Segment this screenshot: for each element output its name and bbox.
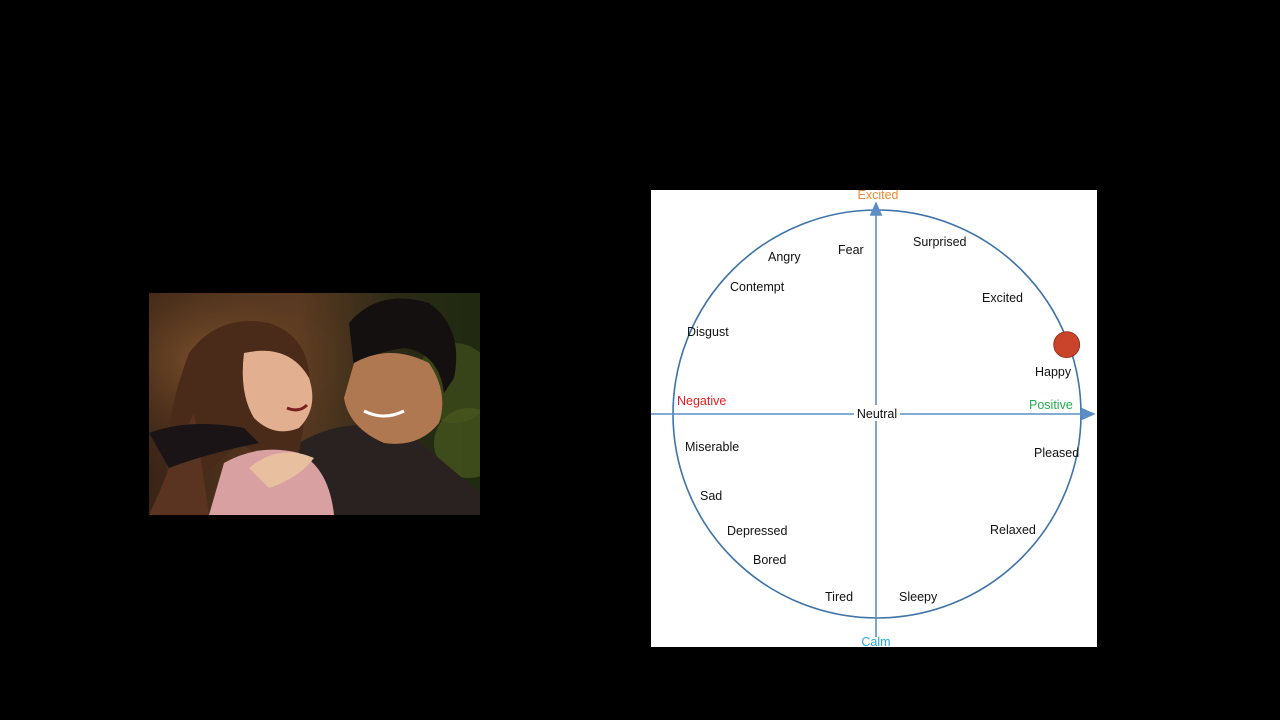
axis-label-excited: Excited [858,190,899,202]
emotion-label-angry: Angry [768,250,801,264]
emotion-label-surprised: Surprised [913,235,967,249]
emotion-label-contempt: Contempt [730,280,785,294]
emotion-wheel-diagram: Excited Calm Negative Positive Neutral F… [651,190,1097,647]
emotion-label-miserable: Miserable [685,440,739,454]
emotion-label-disgust: Disgust [687,325,729,339]
axis-label-calm: Calm [861,635,890,647]
emotion-label-pleased: Pleased [1034,446,1079,460]
emotion-label-sad: Sad [700,489,722,503]
center-label-neutral: Neutral [857,407,897,421]
emotion-label-sleepy: Sleepy [899,590,938,604]
emotion-label-excited: Excited [982,291,1023,305]
emotion-label-relaxed: Relaxed [990,523,1036,537]
emotion-label-fear: Fear [838,243,864,257]
emotion-label-tired: Tired [825,590,853,604]
emotion-label-happy: Happy [1035,365,1072,379]
emotion-wheel-svg: Excited Calm Negative Positive Neutral F… [651,190,1096,647]
axis-label-negative: Negative [677,394,726,408]
movie-still-image [149,293,480,515]
emotion-marker-dot [1053,331,1081,359]
emotion-label-depressed: Depressed [727,524,787,538]
emotion-label-bored: Bored [753,553,786,567]
axis-label-positive: Positive [1029,398,1073,412]
